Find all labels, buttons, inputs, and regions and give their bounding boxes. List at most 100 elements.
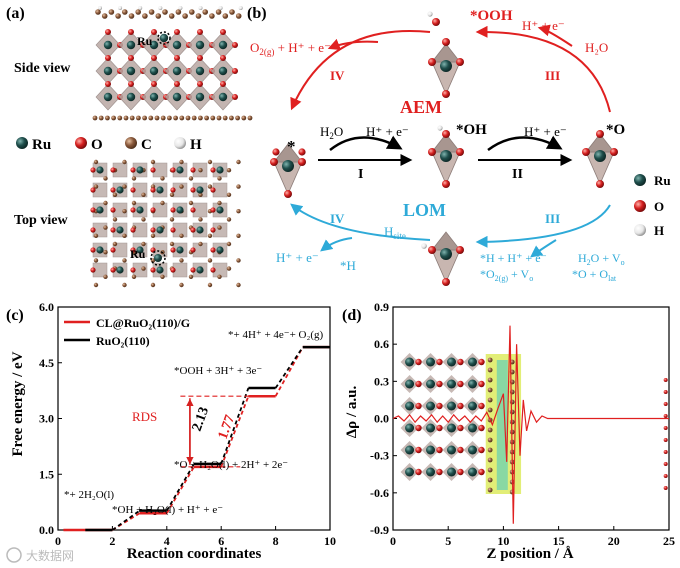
graphene-carbon-atom <box>148 115 154 121</box>
top-oxygen-atom <box>150 207 156 213</box>
side-ruthenium-atom <box>103 66 113 76</box>
slab-oxygen-atom <box>415 402 422 410</box>
slab-oxygen-atom <box>436 402 443 410</box>
side-oxygen-atom <box>151 55 157 61</box>
top-carbon-atom <box>217 274 222 279</box>
legend-b-h-sphere <box>634 224 646 236</box>
slab-carbon-atom <box>509 399 515 405</box>
side-ruthenium-atom <box>126 92 136 102</box>
top-carbon-atom <box>236 159 241 165</box>
slab-oxygen-atom <box>478 446 485 454</box>
graphene-carbon-atom <box>179 115 185 121</box>
top-oxygen-atom <box>210 167 216 173</box>
top-ruthenium-atom <box>156 266 164 274</box>
charge-depletion-region <box>496 360 508 490</box>
slab-oxygen-atom <box>478 380 485 388</box>
slab-oxygen-atom <box>415 424 422 432</box>
slab-carbon-atom <box>509 409 515 415</box>
top-oxygen-atom <box>190 267 196 273</box>
top-oxygen-atom <box>130 207 136 213</box>
legend-c-black-label: RuO₂(110) <box>96 334 150 348</box>
top-oxygen-atom <box>90 227 96 233</box>
legend-b-h-label: H <box>654 223 664 238</box>
panel-c-label: (c) <box>6 307 24 324</box>
slab-oxygen-atom <box>457 402 464 410</box>
step-ii-curve <box>487 135 563 152</box>
top-oxygen-atom <box>190 247 196 253</box>
top-oxygen-atom <box>190 167 196 173</box>
panel-c-steps <box>63 345 330 532</box>
top-ruthenium-atom <box>136 246 144 254</box>
side-hydrogen-atom <box>178 6 183 10</box>
slab-ruthenium-atom <box>467 445 477 455</box>
slab-ruthenium-atom <box>426 379 436 389</box>
annot-s1: *+ 2H₂O(l) <box>64 489 114 501</box>
panel-c-ytick-label: 0.0 <box>39 523 54 537</box>
panel-c-ytick-label: 6.0 <box>39 300 54 314</box>
panel-c-xtick-label: 0 <box>55 534 61 548</box>
slab-carbon-atom <box>487 387 493 393</box>
top-ruthenium-atom <box>176 166 184 174</box>
slab-ruthenium-atom <box>467 379 477 389</box>
top-oxygen-atom <box>170 207 176 213</box>
octahedron-oxygen-atom <box>456 58 464 66</box>
graphene-carbon-atom <box>167 115 172 121</box>
side-oxygen-atom <box>174 29 180 35</box>
octahedron-ruthenium-atom <box>440 248 452 260</box>
panel-a: (a) Side view Ru O C H Top view Ru Ru <box>6 5 253 288</box>
graphene-carbon-atom <box>136 115 141 121</box>
octahedron-oxygen-atom <box>596 180 604 188</box>
side-hydrogen-atom <box>218 6 223 10</box>
graphene-carbon-atom <box>235 115 241 121</box>
top-carbon-atom <box>236 184 241 189</box>
graphene-carbon-atom <box>98 115 104 121</box>
side-carbon-atom <box>148 9 155 15</box>
octahedron-oxygen-atom <box>582 148 590 156</box>
slab-ruthenium-atom <box>426 401 436 411</box>
top-oxygen-atom <box>130 167 136 173</box>
top-oxygen-atom <box>110 227 116 233</box>
top-carbon-atom <box>103 274 108 279</box>
side-oxygen-atom <box>105 81 111 87</box>
energy-connector <box>166 463 195 512</box>
slab-ruthenium-atom <box>467 423 477 433</box>
adsorbed-hydrogen-atom <box>437 125 443 131</box>
panel-d-label: (d) <box>342 307 362 324</box>
top-carbon-atom <box>160 200 165 206</box>
top-carbon-atom <box>141 241 146 247</box>
top-oxygen-atom <box>190 227 196 233</box>
side-oxygen-atom <box>197 29 203 35</box>
legend-h-label: H <box>190 137 202 153</box>
graphene-layer <box>92 115 253 121</box>
side-carbon-atom <box>215 9 222 15</box>
side-hydrogen-atom <box>98 6 102 10</box>
slab-oxygen-atom <box>415 468 422 476</box>
side-carbon-atom <box>195 13 202 19</box>
top-carbon-atom <box>122 233 127 238</box>
graphene-carbon-atom <box>105 115 110 121</box>
top-carbon-atom <box>236 282 241 288</box>
top-oxygen-atom <box>210 187 216 193</box>
top-carbon-atom <box>179 233 184 238</box>
side-oxygen-atom <box>232 94 238 100</box>
top-ru-highlight <box>150 250 166 266</box>
graphene-carbon-atom <box>123 115 129 121</box>
aem-h2o: H₂O <box>585 40 608 55</box>
octahedron-oxygen-atom <box>442 278 450 286</box>
top-ruthenium-atom <box>216 206 224 214</box>
panel-d-ytick-label: 0.6 <box>374 337 389 351</box>
ooh-label: *OOH <box>470 8 513 24</box>
top-carbon-atom <box>93 258 99 263</box>
slab-oxygen-atom <box>478 358 485 366</box>
aem-release-arrow-right <box>537 24 573 47</box>
top-oxygen-atom <box>90 267 96 273</box>
graphene-carbon-atom <box>204 115 210 121</box>
top-carbon-atom <box>150 282 156 288</box>
graphene-carbon-atom <box>241 115 247 121</box>
top-ruthenium-atom <box>216 166 224 174</box>
octahedron-face <box>431 43 461 63</box>
octahedron-oxygen-atom <box>428 246 436 254</box>
side-hydrogen-atom <box>238 6 243 10</box>
side-oxygen-atom <box>220 29 226 35</box>
top-carbon-atom <box>188 274 194 279</box>
